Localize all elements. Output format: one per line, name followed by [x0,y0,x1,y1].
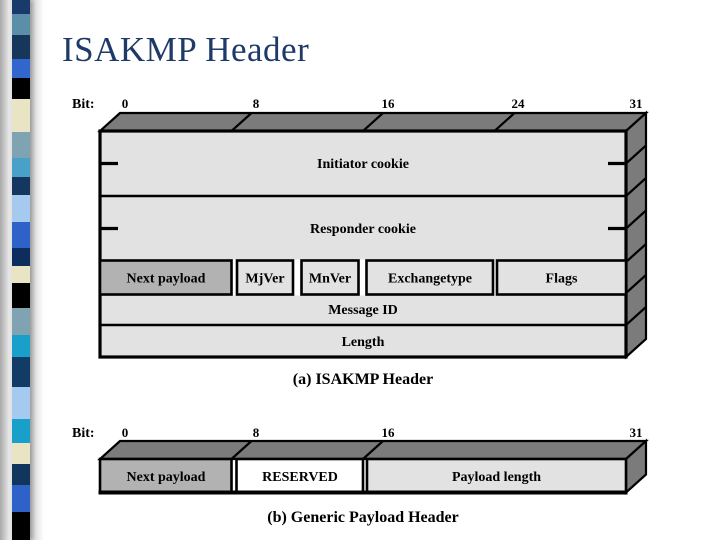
side-face-a-div-3 [625,209,647,230]
strip-block [12,307,30,336]
strip-block [12,442,30,465]
label-next-payload-a: Next payload [127,272,206,287]
strip-block [12,335,30,358]
field-cell-next-payload-a [98,259,233,296]
strip-block [12,357,30,387]
strip-block [12,59,30,78]
decor-strip [12,0,30,540]
label-responder-cookie: Responder cookie [310,222,416,237]
field-cell-flags [495,259,628,296]
front-box-a [98,129,628,359]
label-length: Length [342,335,385,350]
strip-block [12,247,30,266]
label-mjver: MjVer [245,272,284,287]
diagram-a: Bit: 0 8 16 24 31 [72,96,649,388]
strip-block [12,419,30,443]
strip-block [12,131,30,159]
side-face-a-div-4 [625,243,647,263]
label-next-payload-b: Next payload [127,470,206,485]
strip-block [12,13,30,36]
strip-block [12,99,30,132]
strip-block [12,177,30,195]
strip-block [12,194,30,223]
top-face-b-div-8 [230,440,253,460]
bit-tick-b-0: 0 [122,425,129,440]
strip-block [12,222,30,248]
bit-tick-b-16: 16 [382,425,396,440]
strip-block [12,464,30,485]
side-face-a-div-1 [625,144,647,165]
side-face-a-div-5 [625,274,647,294]
bit-tick-a-0: 0 [122,96,129,111]
strip-block [12,512,30,540]
caption-a: (a) ISAKMP Header [293,371,433,388]
label-initiator-cookie: Initiator cookie [317,157,409,172]
label-exchange-type: Exchangetype [388,272,472,287]
strip-block [12,158,30,178]
bit-tick-b-8: 8 [253,425,260,440]
bit-tick-a-16: 16 [382,96,396,111]
strip-block [12,35,30,60]
label-flags: Flags [546,272,578,287]
label-mnver: MnVer [309,272,351,287]
top-face-a-div-16 [362,112,384,132]
bit-scale-label-b: Bit: [72,426,95,441]
field-cell-payload-length [365,457,628,494]
top-face-b-div-16 [362,440,384,460]
label-payload-length: Payload length [452,470,541,485]
side-face-a-div-6 [625,306,647,326]
label-message-id: Message ID [328,303,398,318]
strip-block [12,386,30,420]
field-cell-mjver [235,259,295,296]
label-reserved: RESERVED [262,470,338,485]
top-face-a-div-24 [493,112,516,132]
bit-tick-b-31: 31 [630,425,643,440]
diagram-b: Bit: 0 8 16 31 Next payload RESERVED Pay… [72,425,649,526]
caption-b: (b) Generic Payload Header [267,509,459,526]
strip-block [12,484,30,513]
field-cell-mnver [300,259,360,296]
slide-title: ISAKMP Header [62,30,310,69]
top-face-a-div-8 [230,112,253,132]
bit-tick-a-31: 31 [630,96,643,111]
bit-tick-a-8: 8 [253,96,260,111]
strip-block [12,265,30,284]
field-cell-exchange-type [365,259,495,296]
strip-block [12,77,30,100]
bit-scale-label-a: Bit: [72,97,95,112]
bit-tick-a-24: 24 [512,96,526,111]
strip-block [12,0,30,14]
side-face-a-div-2 [625,177,647,197]
strip-block [12,283,30,308]
